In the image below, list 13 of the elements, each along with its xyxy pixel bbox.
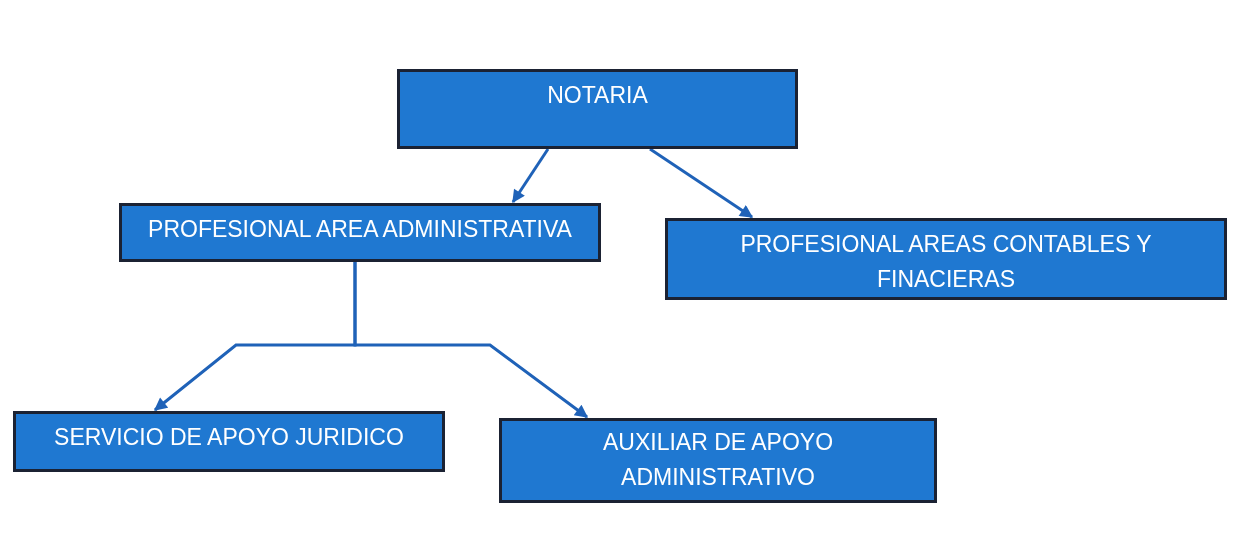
box-label: AUXILIAR DE APOYO ADMINISTRATIVO bbox=[601, 428, 835, 492]
org-box bbox=[119, 203, 601, 262]
box-label: PROFESIONAL AREAS CONTABLES Y FINACIERAS bbox=[739, 230, 1153, 294]
org-box bbox=[13, 411, 445, 472]
arrow bbox=[511, 148, 550, 204]
box-label: PROFESIONAL AREA ADMINISTRATIVA bbox=[148, 215, 572, 244]
arrow bbox=[649, 147, 754, 219]
org-box bbox=[397, 69, 798, 149]
org-box bbox=[499, 418, 937, 503]
org-box bbox=[665, 218, 1227, 300]
arrow bbox=[353, 262, 589, 419]
box-label: SERVICIO DE APOYO JURIDICO bbox=[54, 423, 404, 452]
box-label: NOTARIA bbox=[547, 81, 648, 110]
